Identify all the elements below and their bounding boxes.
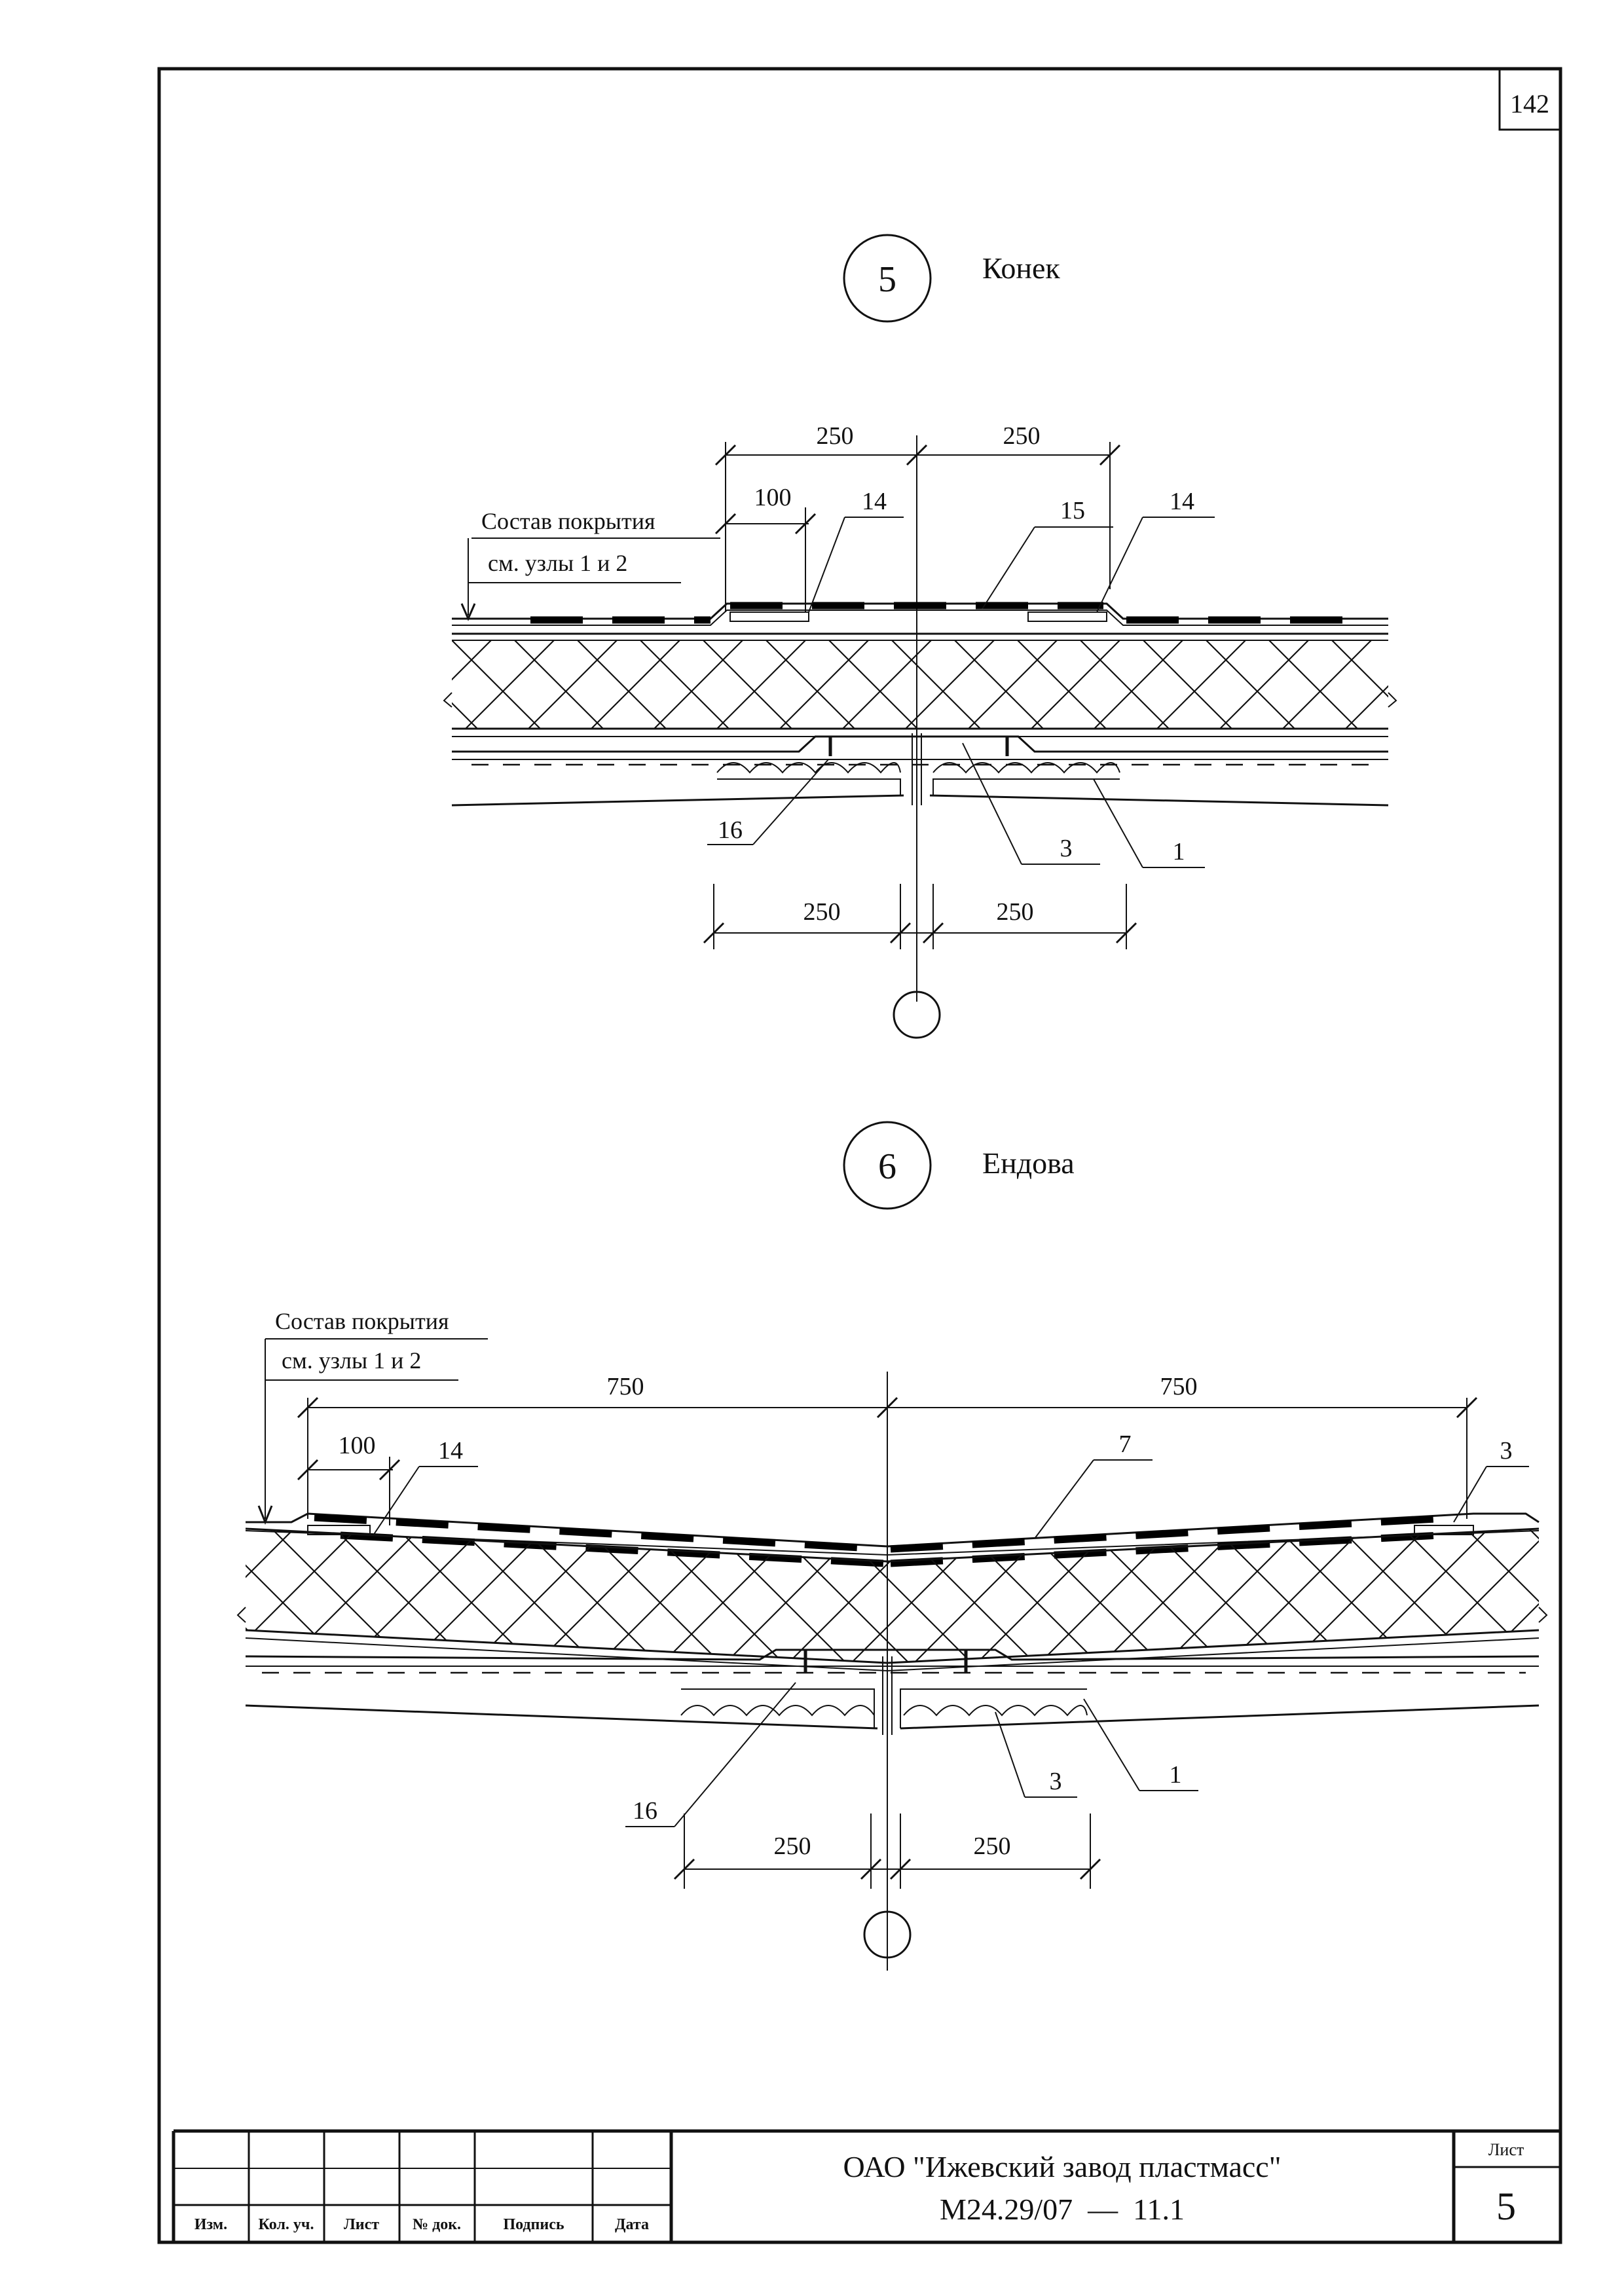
detail-6-callout-7: 7 [1119, 1430, 1132, 1458]
title-block-col-doc: № док. [413, 2216, 461, 2233]
title-block-col-list: Лист [344, 2216, 379, 2233]
title-block-col-kol: Кол. уч. [259, 2216, 314, 2233]
detail-5-bottom-dim-right: 250 [997, 898, 1034, 926]
detail-6-dim-left: 750 [607, 1373, 644, 1400]
title-block-sheet-number: 5 [1496, 2185, 1516, 2228]
page-number-box: 142 [1498, 69, 1560, 131]
detail-6-note: Состав покрытия см. узлы 1 и 2 [257, 1308, 488, 1525]
detail-5-dim-100: 100 [754, 484, 792, 511]
detail-6-number: 6 [878, 1146, 896, 1187]
title-block-col-date: Дата [615, 2216, 649, 2233]
detail-6-bottom-dimensions: 250 250 [673, 1813, 1101, 1959]
detail-5-callout-3: 3 [1060, 835, 1073, 862]
detail-6-dim-right: 750 [1160, 1373, 1198, 1400]
sheet-frame [157, 67, 1562, 2244]
detail-5-number: 5 [878, 259, 896, 300]
detail-6-callout-16: 16 [633, 1797, 657, 1825]
detail-6-roof-section [236, 1512, 1548, 1735]
detail-5-callouts-top: 14 15 14 [808, 488, 1215, 613]
detail-6-callout-3: 3 [1050, 1768, 1062, 1795]
detail-6-dim-100: 100 [339, 1432, 376, 1459]
detail-5-callout-14b: 14 [1170, 488, 1194, 515]
detail-6: 6 Ендова Состав покрытия см. узлы 1 и 2 … [236, 1121, 1548, 1971]
title-block-organization: ОАО "Ижевский завод пластмасс" [843, 2150, 1281, 2183]
detail-6-callout-14: 14 [438, 1437, 463, 1465]
detail-5-top-dimensions: 250 250 100 [714, 422, 1121, 1002]
detail-5-dim-left: 250 [817, 422, 854, 450]
detail-6-title: Ендова [982, 1146, 1075, 1180]
detail-5-callout-14a: 14 [862, 488, 887, 515]
detail-5-title: Конек [982, 251, 1060, 285]
detail-6-callouts-top: 14 7 3 [373, 1430, 1529, 1539]
detail-6-axis-marker [863, 1910, 912, 1959]
detail-5-callout-16: 16 [718, 816, 743, 844]
detail-5-callouts-bottom: 16 3 1 [707, 742, 1205, 868]
detail-5-callout-1: 1 [1173, 838, 1185, 866]
detail-5-roof-section [443, 602, 1397, 807]
detail-6-bottom-dim-right: 250 [974, 1832, 1011, 1860]
detail-6-callout-1: 1 [1170, 1761, 1182, 1789]
detail-5: 5 Конек 250 250 100 Состав покрытия см. … [443, 234, 1397, 1039]
detail-6-marker [843, 1121, 932, 1210]
detail-6-callouts-bottom: 16 3 1 [625, 1682, 1198, 1827]
title-block-sheet-label: Лист [1488, 2140, 1524, 2159]
detail-5-dim-right: 250 [1003, 422, 1041, 450]
page-number: 142 [1510, 89, 1549, 118]
title-block-col-sign: Подпись [503, 2216, 564, 2233]
detail-5-note-line1: Состав покрытия [481, 508, 655, 534]
detail-5-axis-marker [893, 991, 941, 1039]
detail-6-bottom-dim-left: 250 [774, 1832, 811, 1860]
detail-5-note: Состав покрытия см. узлы 1 и 2 [460, 508, 720, 621]
title-block: Изм. Кол. уч. Лист № док. Подпись Дата О… [172, 2129, 1560, 2242]
detail-6-note-line1: Состав покрытия [275, 1308, 449, 1334]
detail-5-callout-15: 15 [1060, 497, 1085, 524]
detail-5-bottom-dimensions: 250 250 [703, 884, 1137, 1039]
detail-5-marker [843, 234, 932, 323]
title-block-document-code: М24.29/07 — 11.1 [940, 2193, 1185, 2226]
title-block-col-izm: Изм. [194, 2216, 227, 2233]
detail-5-note-line2: см. узлы 1 и 2 [488, 550, 627, 576]
detail-5-bottom-dim-left: 250 [803, 898, 841, 926]
detail-6-callout-3-top: 3 [1500, 1437, 1513, 1465]
detail-6-note-line2: см. узлы 1 и 2 [282, 1347, 421, 1374]
